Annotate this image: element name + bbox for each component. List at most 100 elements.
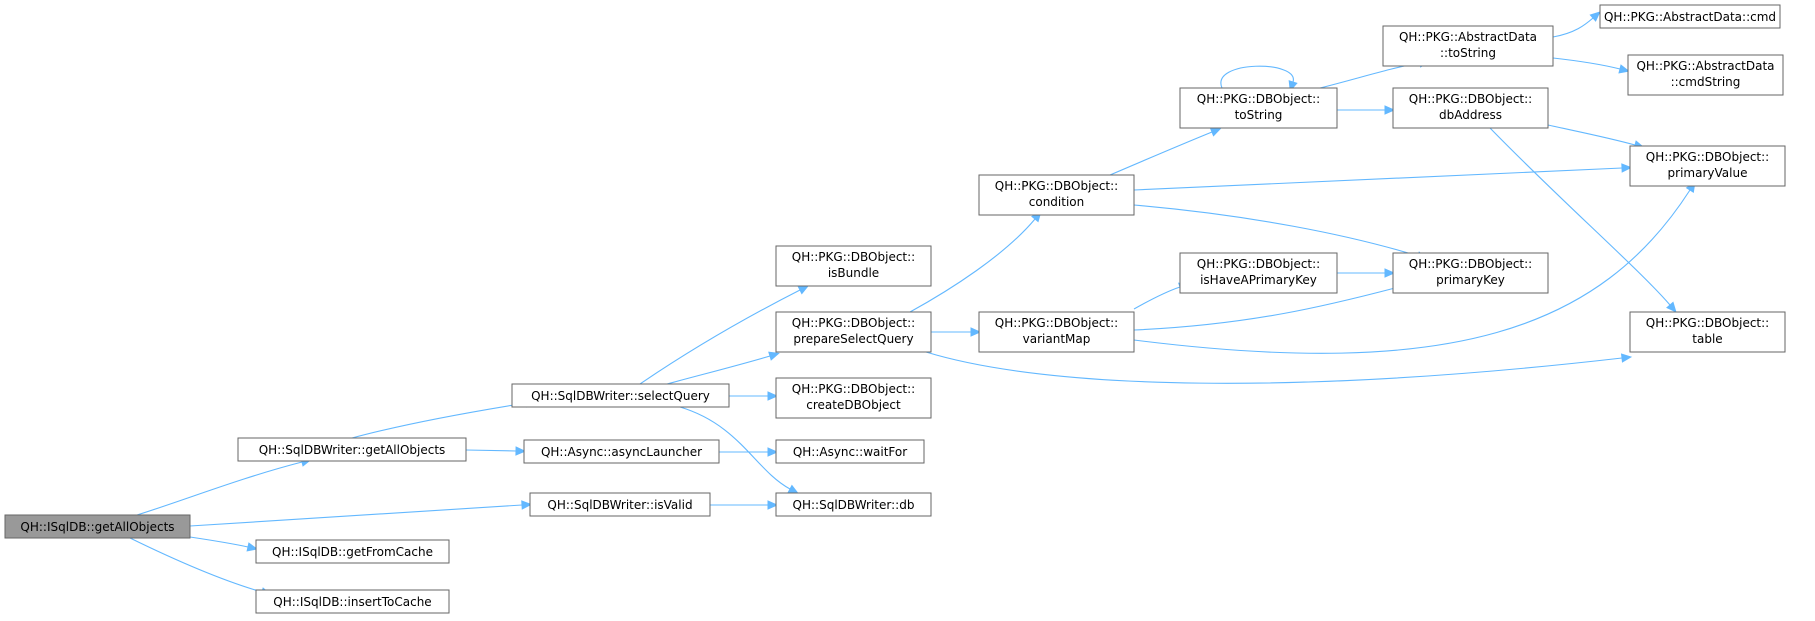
node-condition[interactable]: QH::PKG::DBObject::condition [978,174,1135,216]
node-box [1382,25,1554,67]
edge-condition-to-primaryKey [1133,204,1428,261]
node-label: QH::PKG::DBObject:: [995,316,1118,330]
arrow-head [246,542,258,552]
edge-selectQuery-to-prepareSelectQuery [666,351,780,385]
node-label: QH::PKG::DBObject:: [995,179,1118,193]
node-box [1392,252,1549,294]
arrow-head [767,447,779,457]
arrow-head [970,327,982,337]
edge-dbToString-to-dbToString [1220,65,1298,92]
node-box [775,439,925,464]
node-insertToCache[interactable]: QH::ISqlDB::insertToCache [255,589,450,614]
node-label: QH::ISqlDB::getFromCache [272,545,433,559]
edge-asyncLauncher-to-waitFor [719,447,779,457]
node-getFromCache[interactable]: QH::ISqlDB::getFromCache [255,539,450,564]
node-label: QH::PKG::DBObject:: [792,250,915,264]
arrow-head [767,500,779,510]
edge-isHaveAPrimaryKey-to-primaryKey [1337,268,1396,278]
node-asyncLauncher[interactable]: QH::Async::asyncLauncher [523,439,720,464]
arrow-head [768,351,780,361]
arrow-head [767,391,779,401]
node-box [255,539,450,564]
node-label: ::toString [1440,46,1496,60]
node-table[interactable]: QH::PKG::DBObject::table [1629,311,1786,353]
node-box [1599,4,1781,29]
edge-getAllObjects-to-selectQuery [351,398,537,439]
node-label: toString [1235,108,1283,122]
node-box [1179,87,1338,129]
function-nodes: QH::ISqlDB::getAllObjects QH::SqlDBWriter… [4,4,1786,614]
node-box [523,439,720,464]
node-label: condition [1029,195,1084,209]
node-label: QH::SqlDBWriter::selectQuery [531,389,710,403]
node-label: dbAddress [1439,108,1502,122]
node-label: isHaveAPrimaryKey [1200,273,1317,287]
node-box [255,589,450,614]
node-box [978,174,1135,216]
node-box [1629,145,1786,187]
node-label: QH::PKG::DBObject:: [1646,316,1769,330]
node-isValid[interactable]: QH::SqlDBWriter::isValid [529,492,711,517]
node-waitFor[interactable]: QH::Async::waitFor [775,439,925,464]
node-box [237,437,467,462]
arrow-head [797,285,810,295]
node-label: QH::ISqlDB::insertToCache [273,595,431,609]
node-label: createDBObject [806,398,901,412]
node-label: QH::PKG::DBObject:: [1646,150,1769,164]
node-dbToString[interactable]: QH::PKG::DBObject::toString [1179,87,1338,129]
node-adToString[interactable]: QH::PKG::AbstractData::toString [1382,25,1554,67]
node-label: primaryValue [1668,166,1748,180]
node-isHaveAPrimaryKey[interactable]: QH::PKG::DBObject::isHaveAPrimaryKey [1179,252,1338,294]
node-box [529,492,711,517]
node-primaryValue[interactable]: QH::PKG::DBObject::primaryValue [1629,145,1786,187]
arrow-head [1621,163,1633,173]
node-createDBObject[interactable]: QH::PKG::DBObject::createDBObject [775,377,932,419]
node-label: variantMap [1023,332,1091,346]
edge-selectQuery-to-createDBObject [729,391,779,401]
node-variantMap[interactable]: QH::PKG::DBObject::variantMap [978,311,1135,353]
arrow-head [515,446,527,456]
node-label: QH::PKG::AbstractData [1636,59,1774,73]
edge-root-to-isValid [189,500,533,527]
node-box [1392,87,1549,129]
node-label: isBundle [828,266,879,280]
node-box [4,514,191,539]
node-box [1179,252,1338,294]
arrow-head [1384,105,1396,115]
edge-adToString-to-cmdString [1552,57,1630,74]
node-dbAddress[interactable]: QH::PKG::DBObject::dbAddress [1392,87,1549,129]
node-label: QH::PKG::DBObject:: [792,382,915,396]
node-primaryKey[interactable]: QH::PKG::DBObject::primaryKey [1392,252,1549,294]
edge-getAllObjects-to-asyncLauncher [465,446,527,456]
node-cmdString[interactable]: QH::PKG::AbstractData::cmdString [1627,54,1784,96]
node-selectQuery[interactable]: QH::SqlDBWriter::selectQuery [511,383,730,408]
node-label: QH::Async::waitFor [793,445,907,459]
node-label: QH::PKG::DBObject:: [1197,92,1320,106]
arrow-head [1384,268,1396,278]
edge-adToString-to-cmd [1552,11,1601,38]
edge-prepareSelectQuery-to-variantMap [931,327,982,337]
node-root[interactable]: QH::ISqlDB::getAllObjects [4,514,191,539]
edge-root-to-getFromCache [189,536,258,552]
node-label: QH::SqlDBWriter::db [793,498,915,512]
node-getAllObjects[interactable]: QH::SqlDBWriter::getAllObjects [237,437,467,462]
node-isBundle[interactable]: QH::PKG::DBObject::isBundle [775,245,932,287]
arrow-head [1666,301,1677,313]
edge-dbAddress-to-table [1489,127,1677,313]
node-label: QH::PKG::DBObject:: [1409,257,1532,271]
edge-root-to-getAllObjects [136,457,312,516]
node-cmd[interactable]: QH::PKG::AbstractData::cmd [1599,4,1781,29]
node-box [1629,311,1786,353]
node-label: primaryKey [1436,273,1505,287]
node-db[interactable]: QH::SqlDBWriter::db [775,492,932,517]
node-label: table [1692,332,1722,346]
node-label: QH::SqlDBWriter::getAllObjects [259,443,446,457]
node-label: QH::PKG::DBObject:: [792,316,915,330]
node-box [511,383,730,408]
node-prepareSelectQuery[interactable]: QH::PKG::DBObject::prepareSelectQuery [775,311,932,353]
arrow-head [787,484,799,494]
node-box [775,245,932,287]
node-label: QH::SqlDBWriter::isValid [547,498,692,512]
arrow-head [521,500,533,510]
node-label: QH::PKG::DBObject:: [1197,257,1320,271]
